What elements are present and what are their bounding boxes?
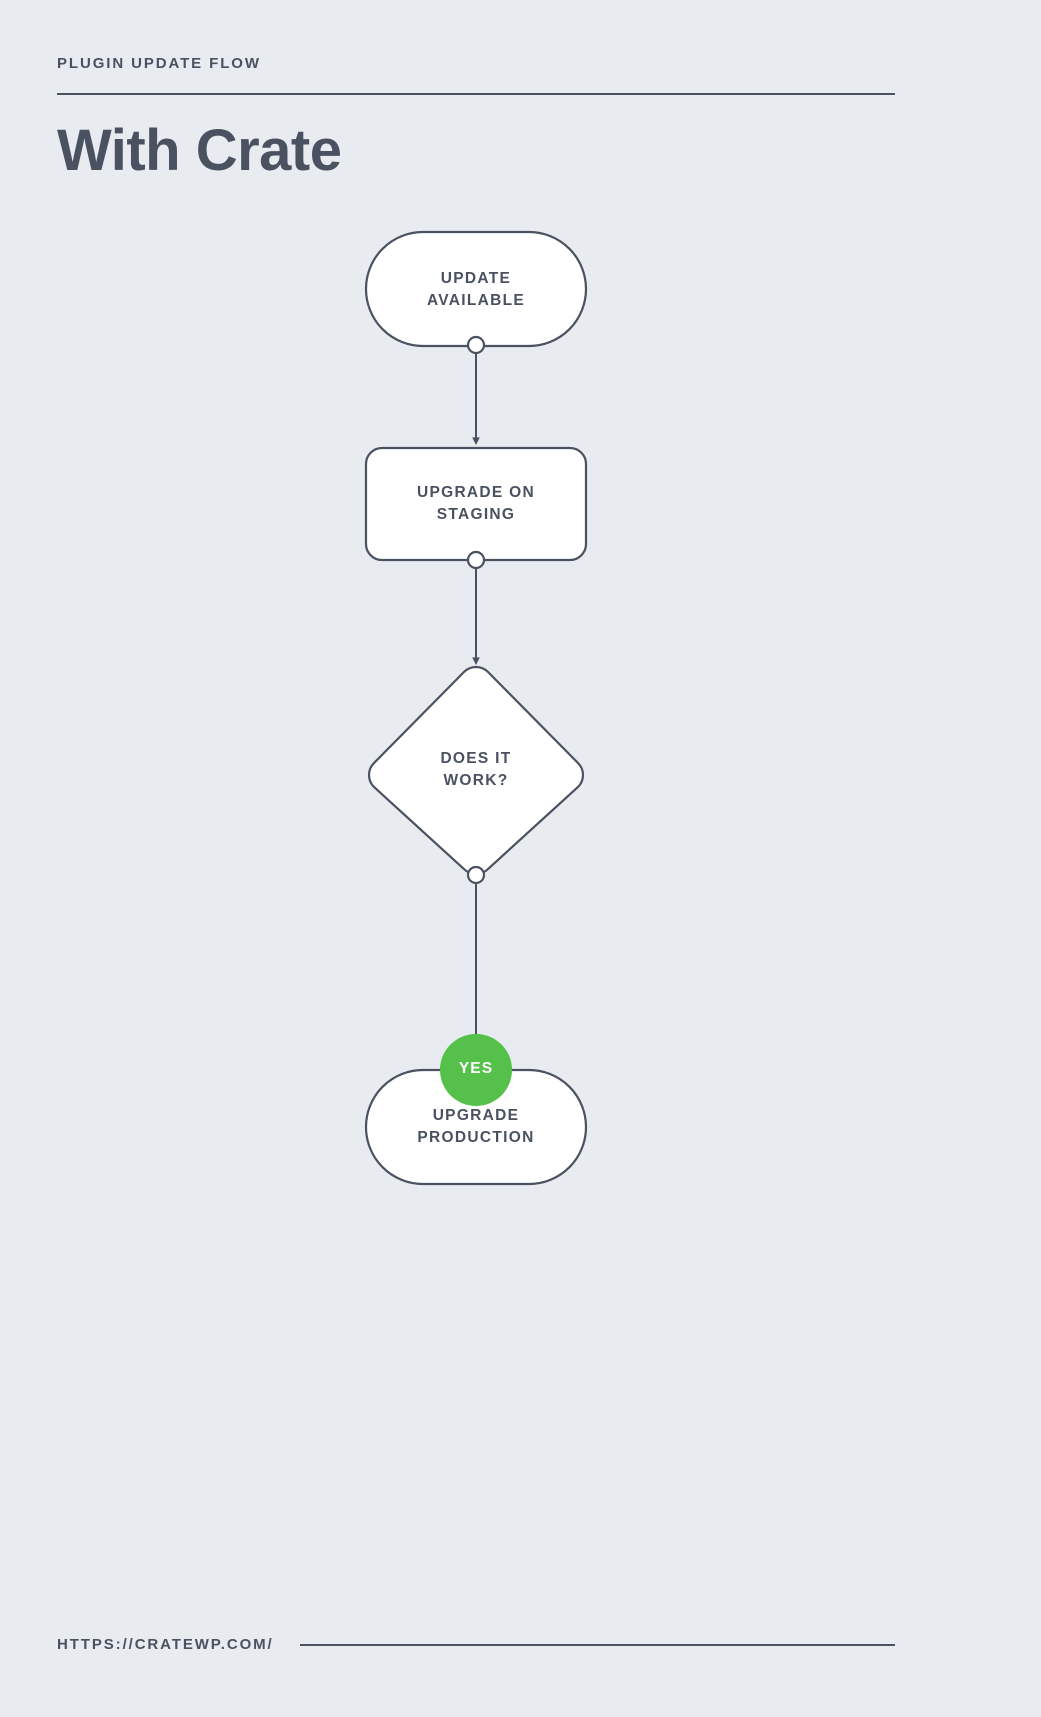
page-title: With Crate — [57, 118, 342, 183]
node-upgrade-on-staging[interactable] — [364, 446, 588, 562]
eyebrow-label: Plugin Update Flow — [57, 55, 261, 72]
connector-dot-upgrade-on-staging — [466, 550, 486, 570]
yes-badge-overlay-icon — [440, 1034, 512, 1106]
footer-divider — [299, 1643, 895, 1646]
footer: https://cratewp.com/ — [57, 1636, 895, 1653]
connector-dot-update-available — [466, 335, 486, 355]
node-update-available[interactable] — [364, 230, 588, 348]
node-does-it-work[interactable] — [367, 665, 585, 876]
footer-url[interactable]: https://cratewp.com/ — [57, 1636, 274, 1653]
connector-dot-does-it-work — [466, 865, 486, 885]
header-divider — [57, 93, 895, 95]
header: Plugin Update Flow With Crate — [57, 55, 895, 182]
